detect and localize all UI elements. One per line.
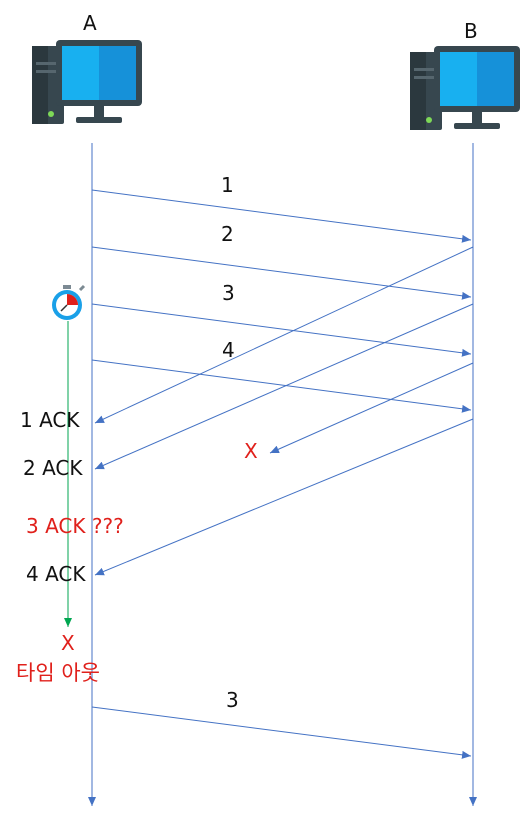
- timeout-label: 타임 아웃: [16, 661, 100, 685]
- computer-b-icon: [410, 46, 520, 130]
- packet-arrow-3: [91, 303, 472, 357]
- packet-arrow-1: [91, 189, 472, 243]
- packet-label-4: 4: [222, 338, 235, 362]
- packet-label-2: 2: [221, 222, 234, 246]
- ack-arrow-1: [94, 246, 474, 424]
- ack-label-4: 4 ACK: [26, 562, 86, 586]
- ack-label-3-missing: 3 ACK ???: [26, 514, 124, 538]
- stopwatch-icon: [52, 284, 86, 320]
- ack-arrow-3-lost: [269, 362, 474, 454]
- lost-ack-marker: X: [244, 439, 258, 463]
- computer-a-icon: [32, 40, 142, 124]
- ack-label-2: 2 ACK: [23, 456, 83, 480]
- packet-arrow-3-retransmit: [91, 706, 472, 759]
- packet-label-1: 1: [221, 173, 234, 197]
- packet-arrow-4: [91, 359, 472, 413]
- ack-arrow-2: [94, 303, 474, 470]
- packet-label-3: 3: [222, 281, 235, 305]
- ack-arrow-4: [94, 418, 474, 576]
- ack-label-1: 1 ACK: [20, 408, 80, 432]
- packet-label-3-retransmit: 3: [226, 688, 239, 712]
- timeout-marker: X: [61, 631, 75, 655]
- host-b-label: B: [464, 19, 478, 43]
- host-a-label: A: [83, 11, 97, 35]
- packet-arrow-2: [91, 246, 472, 300]
